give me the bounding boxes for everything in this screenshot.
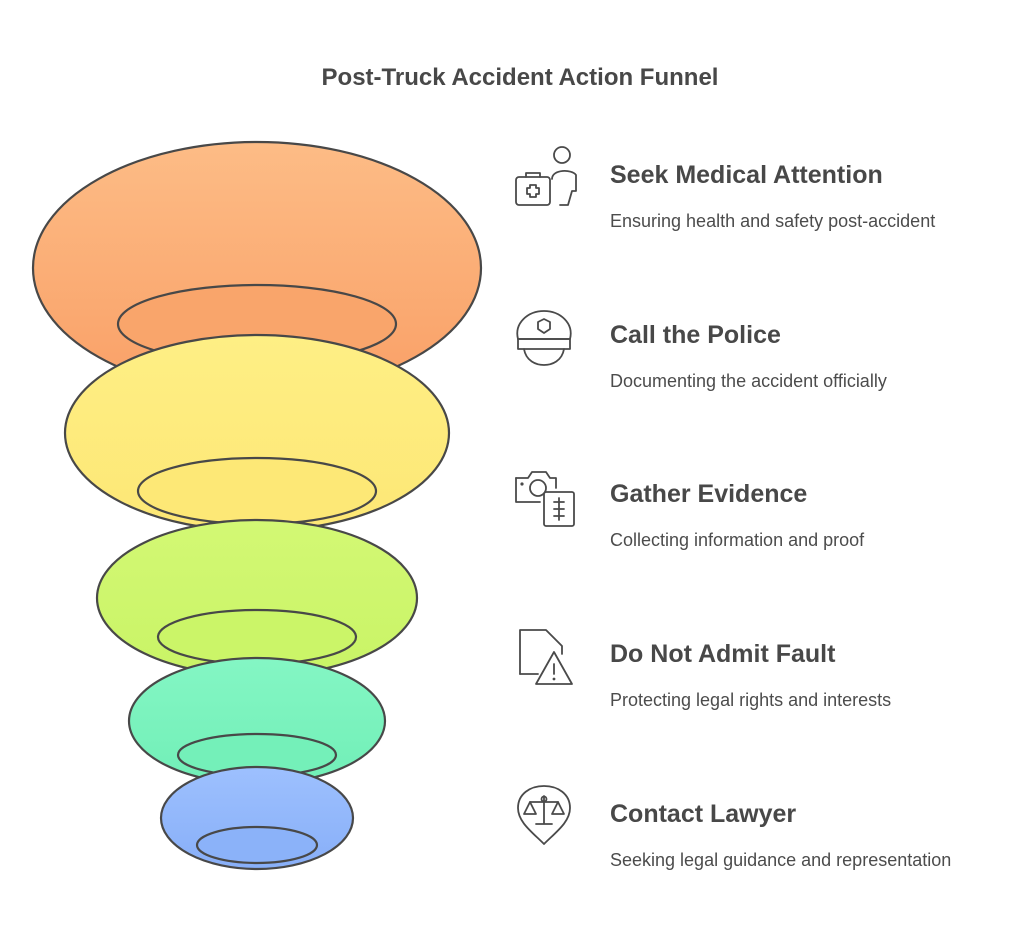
funnel-layer-3 [95, 518, 419, 678]
funnel-layer-1 [31, 140, 483, 396]
funnel-layer-5 [159, 765, 355, 871]
police-cap-icon [516, 310, 572, 366]
step-title: Call the Police [610, 321, 781, 349]
step-title: Gather Evidence [610, 480, 808, 508]
step-title: Contact Lawyer [610, 800, 797, 828]
camera-document-icon [515, 471, 575, 527]
step-contact-lawyer: Contact Lawyer Seeking legal guidance an… [502, 782, 1012, 912]
funnel-diagram [31, 140, 483, 871]
step-description: Seeking legal guidance and representatio… [610, 850, 952, 870]
step-description: Protecting legal rights and interests [610, 690, 892, 710]
document-warning-icon [519, 629, 573, 685]
scales-pin-icon [517, 785, 571, 845]
funnel-layer-4 [127, 656, 387, 786]
step-title: Seek Medical Attention [610, 161, 883, 189]
funnel-layer-2 [63, 333, 451, 533]
step-gather-evidence: Gather Evidence Collecting information a… [502, 462, 1012, 592]
step-call-the-police: Call the Police Documenting the accident… [502, 303, 1012, 433]
medical-kit-person-icon [515, 146, 577, 206]
step-description: Ensuring health and safety post-accident [610, 211, 936, 231]
step-title: Do Not Admit Fault [610, 640, 836, 668]
step-description: Collecting information and proof [610, 530, 865, 550]
step-do-not-admit-fault: Do Not Admit Fault Protecting legal righ… [502, 622, 1012, 752]
step-description: Documenting the accident officially [610, 371, 887, 391]
page-title: Post-Truck Accident Action Funnel [321, 64, 719, 91]
step-seek-medical-attention: Seek Medical Attention Ensuring health a… [502, 143, 1012, 273]
